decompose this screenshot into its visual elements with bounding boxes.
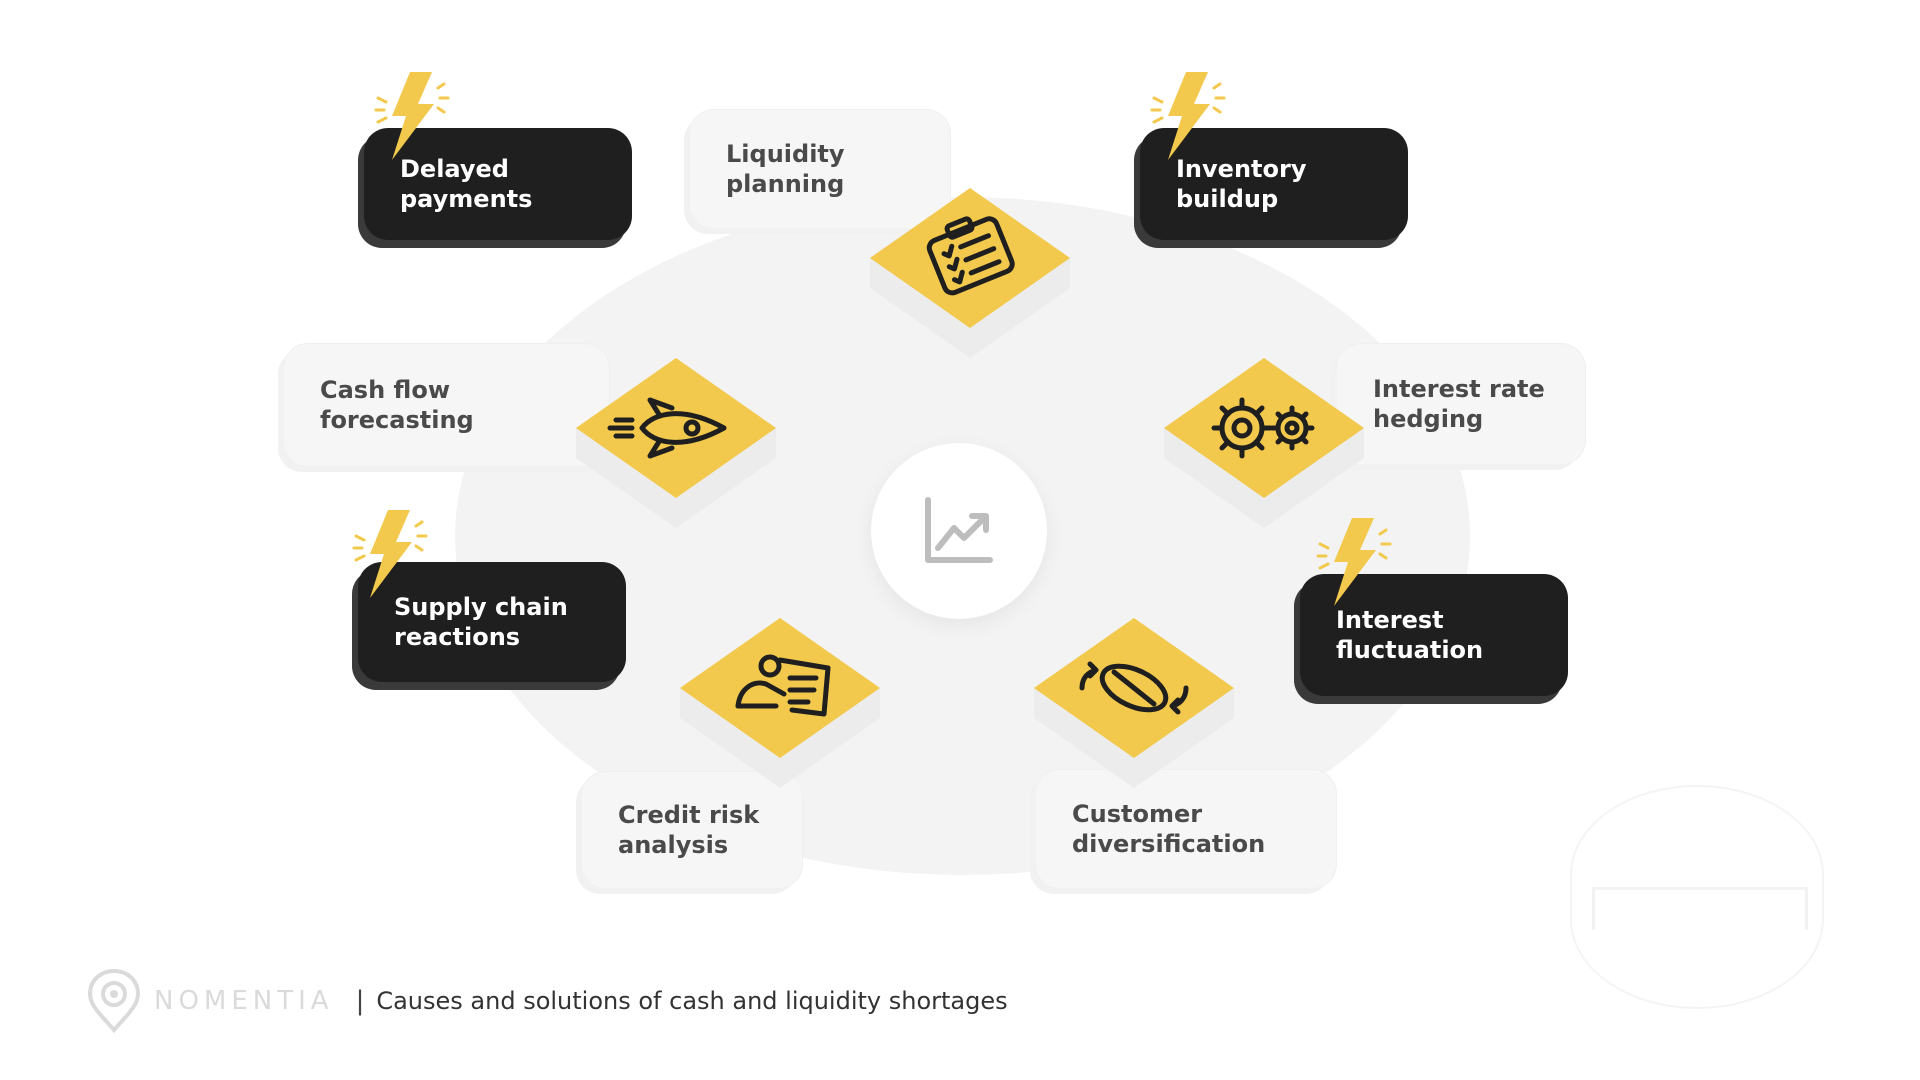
footer: NOMENTIA | Causes and solutions of cash … [86, 966, 1008, 1036]
footer-separator: | [355, 986, 365, 1016]
card-label: Liquidity planning [726, 140, 845, 198]
card-interest-rate-hedging: Interest rate hedging [1337, 344, 1585, 464]
tile-interest-rate-hedging [1164, 358, 1364, 528]
center-circle [871, 443, 1047, 619]
card-inventory-buildup: Inventory buildup [1140, 128, 1408, 240]
card-label: Inventory buildup [1176, 155, 1307, 213]
trend-chart-icon [925, 497, 993, 563]
card-label: Cash flow forecasting [320, 376, 474, 434]
tile-liquidity-planning [870, 188, 1070, 358]
card-customer-diversification: Customer diversification [1036, 770, 1336, 888]
tile-cash-flow-forecasting [576, 358, 776, 528]
card-label: Customer diversification [1072, 800, 1266, 858]
lightning-bolt-icon [1316, 518, 1392, 606]
card-label: Interest fluctuation [1336, 606, 1484, 664]
card-supply-chain-reactions: Supply chain reactions [358, 562, 626, 682]
card-label: Credit risk analysis [618, 801, 760, 859]
tile-customer-diversification [1034, 618, 1234, 788]
card-cash-flow-forecasting: Cash flow forecasting [284, 344, 609, 466]
clipboard-checklist-icon [926, 216, 1015, 296]
faded-watermark-shape [1570, 785, 1824, 1009]
card-label: Delayed payments [400, 155, 533, 213]
location-pin-logo-icon [87, 968, 141, 1034]
card-interest-fluctuation: Interest fluctuation [1300, 574, 1568, 696]
footer-caption: Causes and solutions of cash and liquidi… [376, 987, 1008, 1015]
lightning-bolt-icon [374, 72, 450, 160]
lightning-bolt-icon [352, 510, 428, 598]
person-document-icon [735, 654, 831, 717]
tile-credit-risk-analysis [680, 618, 880, 788]
coin-rotate-icon [1079, 661, 1189, 715]
lightning-bolt-icon [1150, 72, 1226, 160]
card-credit-risk-analysis: Credit risk analysis [582, 772, 802, 888]
rocket-icon [607, 397, 727, 459]
card-label: Interest rate hedging [1373, 375, 1545, 433]
gears-icon [1211, 397, 1315, 459]
brand-name: NOMENTIA [154, 986, 334, 1016]
card-liquidity-planning: Liquidity planning [690, 110, 950, 228]
card-delayed-payments: Delayed payments [364, 128, 632, 240]
card-label: Supply chain reactions [394, 593, 568, 651]
